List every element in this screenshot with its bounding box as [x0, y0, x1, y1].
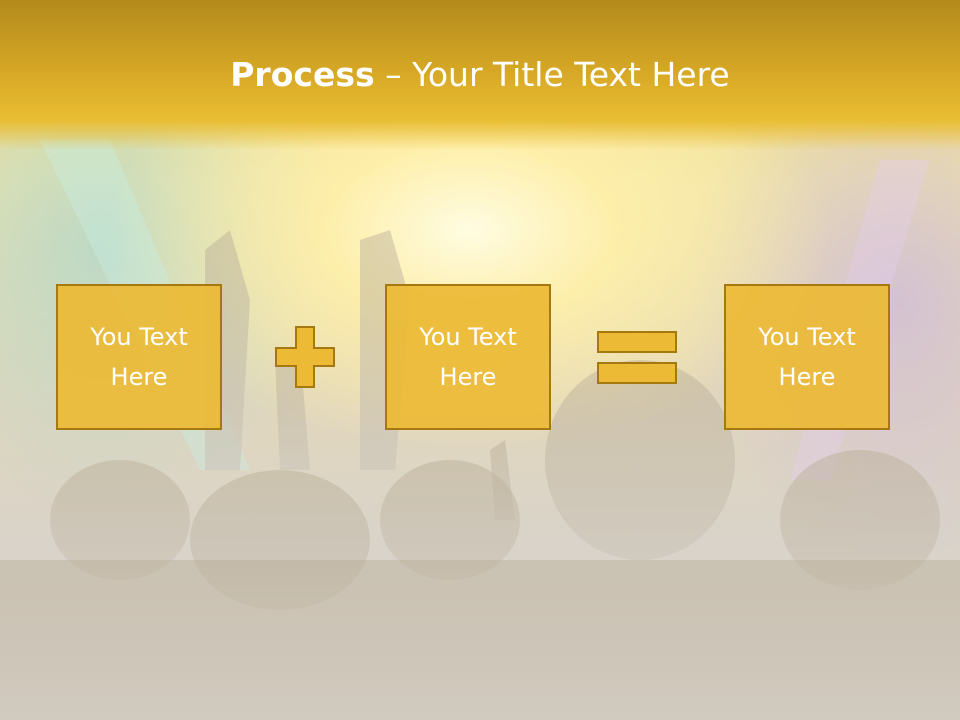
title-text: Your Title Text Here: [412, 55, 730, 94]
title-separator: –: [374, 55, 413, 94]
equals-icon: [597, 331, 677, 384]
process-box-3-line1: You Text: [758, 323, 856, 351]
process-box-3-line2: Here: [778, 363, 836, 391]
process-box-2-line2: Here: [439, 363, 497, 391]
page-title: Process – Your Title Text Here: [0, 55, 960, 95]
process-box-1-line1: You Text: [90, 323, 188, 351]
title-bold: Process: [230, 55, 375, 94]
process-box-2-line1: You Text: [419, 323, 517, 351]
plus-icon: [275, 326, 335, 388]
process-box-1-line2: Here: [110, 363, 168, 391]
title-bar: [0, 0, 960, 150]
